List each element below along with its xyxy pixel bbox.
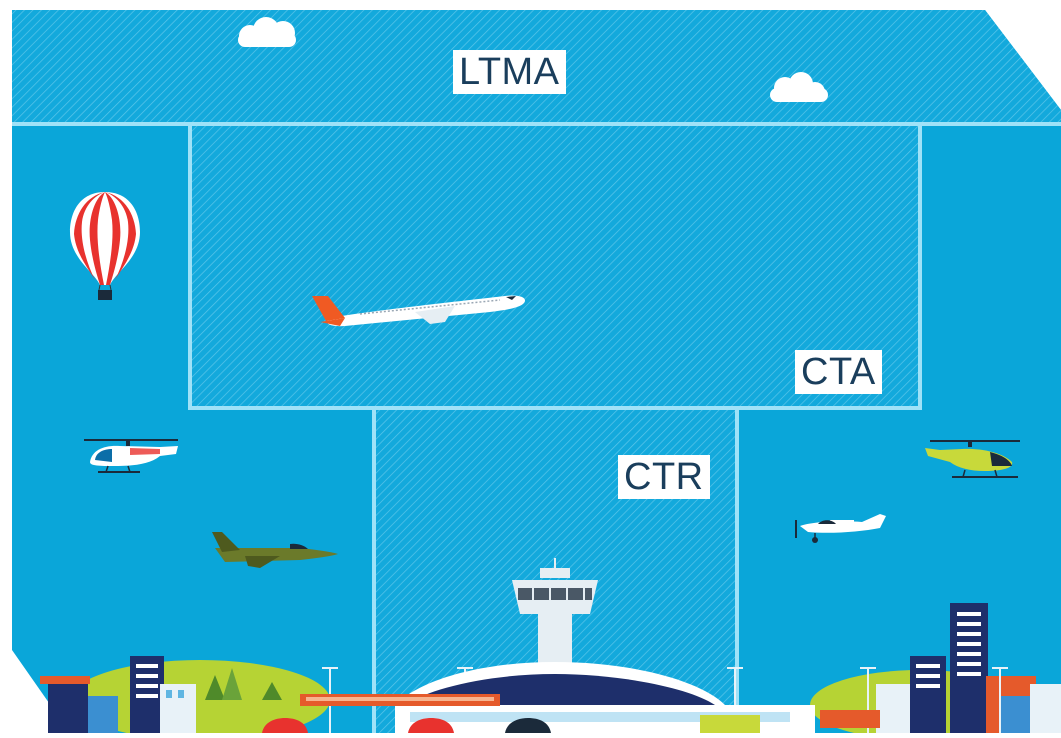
- cta-label: CTA: [795, 350, 882, 394]
- ctr-label: CTR: [618, 455, 710, 499]
- ltma-label: LTMA: [453, 50, 566, 94]
